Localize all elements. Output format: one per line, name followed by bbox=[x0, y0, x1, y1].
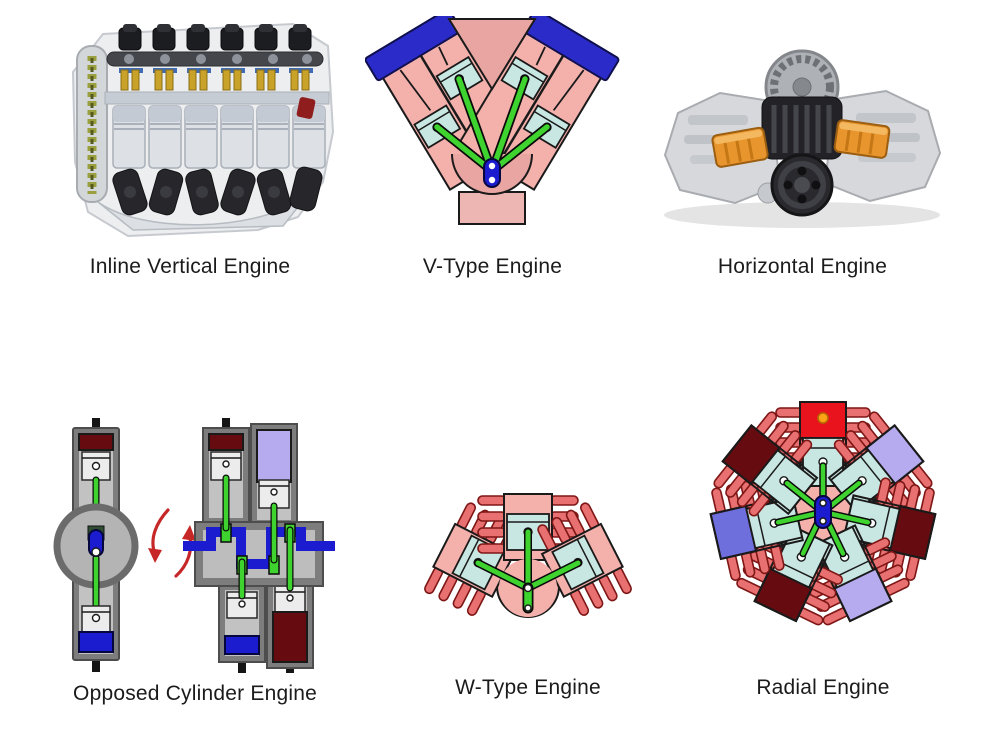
valve-stem bbox=[286, 668, 294, 673]
connecting-rods bbox=[432, 74, 552, 176]
valve-stem bbox=[92, 418, 100, 432]
valve-stem bbox=[238, 662, 246, 673]
figure-v-type-engine: V-Type Engine bbox=[365, 16, 620, 280]
connecting-rods bbox=[222, 474, 294, 600]
cylinder-head-band bbox=[104, 91, 329, 105]
vee-notch bbox=[447, 18, 537, 91]
ignition-coils bbox=[118, 24, 311, 51]
rotation-arrows bbox=[148, 508, 196, 578]
intake-chamber bbox=[78, 631, 114, 653]
horizontal-engine-illustration bbox=[663, 49, 942, 228]
engine-base bbox=[458, 191, 526, 225]
piston bbox=[81, 451, 111, 481]
figure-caption: Opposed Cylinder Engine bbox=[73, 682, 317, 705]
connecting-rods bbox=[474, 528, 582, 592]
crankshaft-webs bbox=[111, 166, 322, 216]
valve-springs bbox=[118, 68, 313, 91]
v-type-engine-illustration bbox=[365, 16, 620, 225]
figure-caption: V-Type Engine bbox=[422, 255, 563, 278]
crank-pulley bbox=[757, 153, 834, 217]
spark-ignition-dot bbox=[817, 412, 829, 424]
figure-inline-vertical-engine: Inline Vertical Engine bbox=[40, 12, 340, 280]
w-type-engine-illustration bbox=[420, 493, 636, 621]
combustion-chamber bbox=[78, 433, 114, 451]
red-fitting bbox=[296, 97, 315, 119]
inline-vertical-engine-illustration bbox=[71, 22, 334, 238]
opposed-cylinder-engine-illustration bbox=[53, 418, 335, 673]
right-piston bbox=[833, 119, 891, 159]
figure-caption: Inline Vertical Engine bbox=[89, 255, 291, 278]
figure-caption: W-Type Engine bbox=[455, 676, 601, 699]
crankshaft-block bbox=[761, 96, 843, 160]
figure-radial-engine: Radial Engine bbox=[668, 378, 978, 701]
crankshaft bbox=[183, 527, 335, 569]
crankshaft-pin bbox=[483, 158, 501, 188]
piston bbox=[81, 605, 111, 633]
figure-opposed-cylinder-engine: Opposed Cylinder Engine bbox=[45, 418, 345, 707]
left-piston bbox=[711, 126, 769, 168]
radial-engine-illustration bbox=[709, 401, 937, 626]
radial-cylinder bbox=[819, 411, 933, 517]
valve-stem bbox=[92, 658, 100, 672]
crank-link bbox=[522, 582, 534, 614]
camshaft bbox=[106, 51, 323, 67]
figure-w-type-engine: W-Type Engine bbox=[378, 458, 678, 701]
radial-cylinder bbox=[713, 411, 827, 517]
opposed-assembly-left bbox=[53, 418, 139, 672]
opposed-assembly-right bbox=[183, 418, 335, 673]
timing-chain bbox=[75, 45, 108, 203]
figure-caption: Horizontal Engine bbox=[717, 255, 888, 278]
figure-caption: Radial Engine bbox=[756, 676, 890, 699]
crankshaft-pin bbox=[814, 495, 832, 529]
valve-stem bbox=[222, 418, 230, 430]
figure-horizontal-engine: Horizontal Engine bbox=[650, 35, 955, 280]
